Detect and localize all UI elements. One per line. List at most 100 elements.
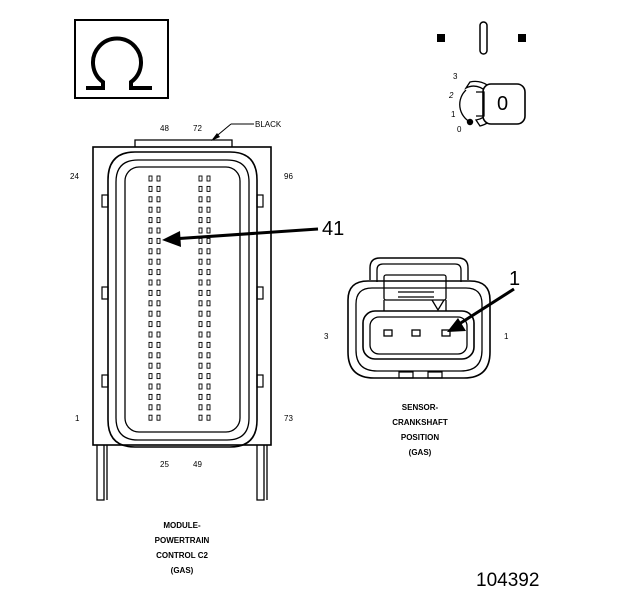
pin-cavity xyxy=(198,352,203,359)
pin-cavity xyxy=(206,331,211,338)
pin-cavity xyxy=(148,258,153,265)
pin-cavity xyxy=(198,289,203,296)
pin-cavity xyxy=(206,321,211,328)
pin-cavity xyxy=(206,269,211,276)
pin-cavity xyxy=(198,414,203,421)
pin-cavity xyxy=(148,248,153,255)
pin-cavity xyxy=(156,310,161,317)
pin-cavity xyxy=(206,258,211,265)
pin-cavity xyxy=(156,279,161,286)
pin-label-73: 73 xyxy=(284,414,293,423)
pin-label-25: 25 xyxy=(160,460,169,469)
connector-color-label: BLACK xyxy=(255,120,282,129)
pin-cavity xyxy=(156,352,161,359)
pin-cavity xyxy=(206,175,211,182)
pin-cavity xyxy=(156,248,161,255)
pin-cavity xyxy=(156,237,161,244)
pin-cavity xyxy=(156,373,161,380)
pin-cavity xyxy=(206,196,211,203)
pin-cavity xyxy=(206,352,211,359)
key-label: 0 xyxy=(497,93,509,115)
pin-cavity xyxy=(206,383,211,390)
sensor-caption-line: SENSOR- xyxy=(401,403,439,412)
pin-cavity xyxy=(156,269,161,276)
pin-cavity xyxy=(156,217,161,224)
pin-cavity xyxy=(156,185,161,192)
sensor-connector-body xyxy=(347,257,491,379)
sensor-caption-line: POSITION xyxy=(400,433,440,442)
pin-cavity xyxy=(206,310,211,317)
pin-cavity xyxy=(198,310,203,317)
callout-41: 41 xyxy=(322,218,345,240)
pcm-caption: MODULE- POWERTRAIN CONTROL C2 (GAS) xyxy=(122,518,242,578)
pin-cavity xyxy=(206,248,211,255)
pin-cavity xyxy=(198,206,203,213)
pin-cavity xyxy=(206,185,211,192)
pin-cavity xyxy=(206,206,211,213)
pin-cavity xyxy=(156,289,161,296)
pin-cavity xyxy=(156,196,161,203)
pin-cavity xyxy=(156,414,161,421)
pin-cavity xyxy=(198,196,203,203)
pin-cavity xyxy=(148,300,153,307)
pin-cavity xyxy=(198,393,203,400)
pin-cavity xyxy=(198,217,203,224)
key-position-0: 0 xyxy=(457,125,462,134)
pin-cavity xyxy=(198,269,203,276)
key-position-1: 1 xyxy=(451,110,456,119)
pcm-caption-line: CONTROL C2 xyxy=(156,551,208,560)
pin-cavity xyxy=(198,341,203,348)
key-position-2: 2 xyxy=(449,91,454,100)
pin-cavity xyxy=(148,227,153,234)
pin-cavity xyxy=(198,248,203,255)
pin-cavity xyxy=(148,185,153,192)
pin-cavity xyxy=(148,373,153,380)
pin-cavity xyxy=(156,341,161,348)
pin-label-72: 72 xyxy=(193,124,202,133)
pin-cavity xyxy=(198,258,203,265)
pin-cavity xyxy=(206,393,211,400)
pin-cavity xyxy=(206,237,211,244)
pin-cavity xyxy=(148,217,153,224)
pin-cavity xyxy=(198,175,203,182)
pin-cavity xyxy=(148,289,153,296)
sensor-pin-label-1: 1 xyxy=(504,332,509,341)
pin-cavity xyxy=(148,321,153,328)
ohm-symbol-icon xyxy=(74,19,169,99)
pin-cavity xyxy=(156,206,161,213)
pin-cavity xyxy=(156,175,161,182)
sensor-caption-line: CRANKSHAFT xyxy=(392,418,448,427)
pin-cavity xyxy=(148,175,153,182)
pin-cavity xyxy=(156,321,161,328)
pin-cavity xyxy=(148,206,153,213)
pin-cavity xyxy=(198,383,203,390)
sensor-pin-label-3: 3 xyxy=(324,332,329,341)
callout-41-arrow xyxy=(162,227,319,247)
pcm-connector-body xyxy=(92,139,272,501)
pin-cavity xyxy=(206,373,211,380)
pcm-caption-line: POWERTRAIN xyxy=(154,536,210,545)
pin-label-96: 96 xyxy=(284,172,293,181)
pin-cavity xyxy=(198,227,203,234)
black-leader-line xyxy=(211,123,254,141)
pin-cavity xyxy=(206,300,211,307)
pin-cavity xyxy=(156,362,161,369)
pin-cavity xyxy=(148,383,153,390)
pin-cavity xyxy=(148,196,153,203)
pin-cavity xyxy=(148,414,153,421)
pin-cavity xyxy=(206,414,211,421)
pin-cavity xyxy=(198,331,203,338)
pin-cavity xyxy=(206,217,211,224)
pcm-pin-grid xyxy=(148,175,211,421)
pin-cavity xyxy=(206,279,211,286)
pin-cavity xyxy=(148,341,153,348)
pin-cavity xyxy=(148,279,153,286)
pin-cavity xyxy=(148,237,153,244)
pin-cavity xyxy=(198,279,203,286)
pin-cavity xyxy=(156,227,161,234)
pin-cavity xyxy=(206,227,211,234)
pin-cavity xyxy=(198,321,203,328)
pin-cavity xyxy=(156,300,161,307)
pin-cavity xyxy=(198,404,203,411)
